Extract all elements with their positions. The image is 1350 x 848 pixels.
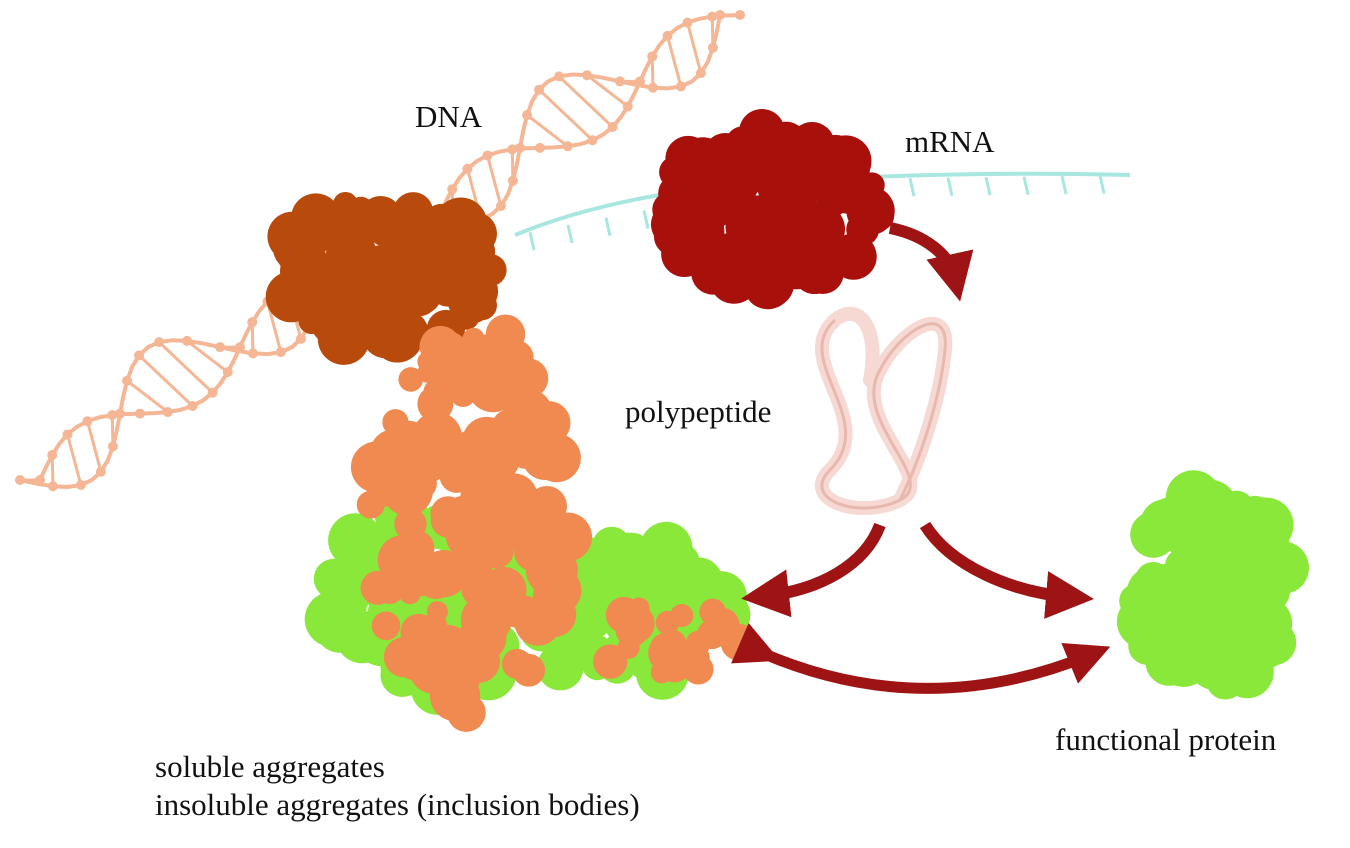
soluble-aggregates-label: soluble aggregates (155, 749, 385, 784)
functional-protein-structure (1116, 470, 1309, 700)
polypeptide-to-aggregate-arrow (741, 522, 886, 618)
polypeptide-chain (815, 306, 953, 515)
dna-helix (15, 10, 745, 492)
polypeptide-label: polypeptide (625, 394, 771, 429)
ribosome (650, 109, 895, 310)
polypeptide-to-functional-arrow (919, 521, 1094, 619)
rna-polymerase (265, 191, 507, 365)
protein-aggregate (304, 314, 758, 732)
dna-label: DNA (415, 99, 483, 134)
aggregate-functional-equilibrium-arrow (731, 623, 1111, 694)
mrna-label: mRNA (905, 124, 995, 159)
functional-protein-label: functional protein (1055, 722, 1277, 757)
ribosome-to-polypeptide-arrow (888, 222, 974, 302)
insoluble-aggregates-label: insoluble aggregates (inclusion bodies) (155, 787, 640, 822)
arrows (731, 222, 1111, 694)
